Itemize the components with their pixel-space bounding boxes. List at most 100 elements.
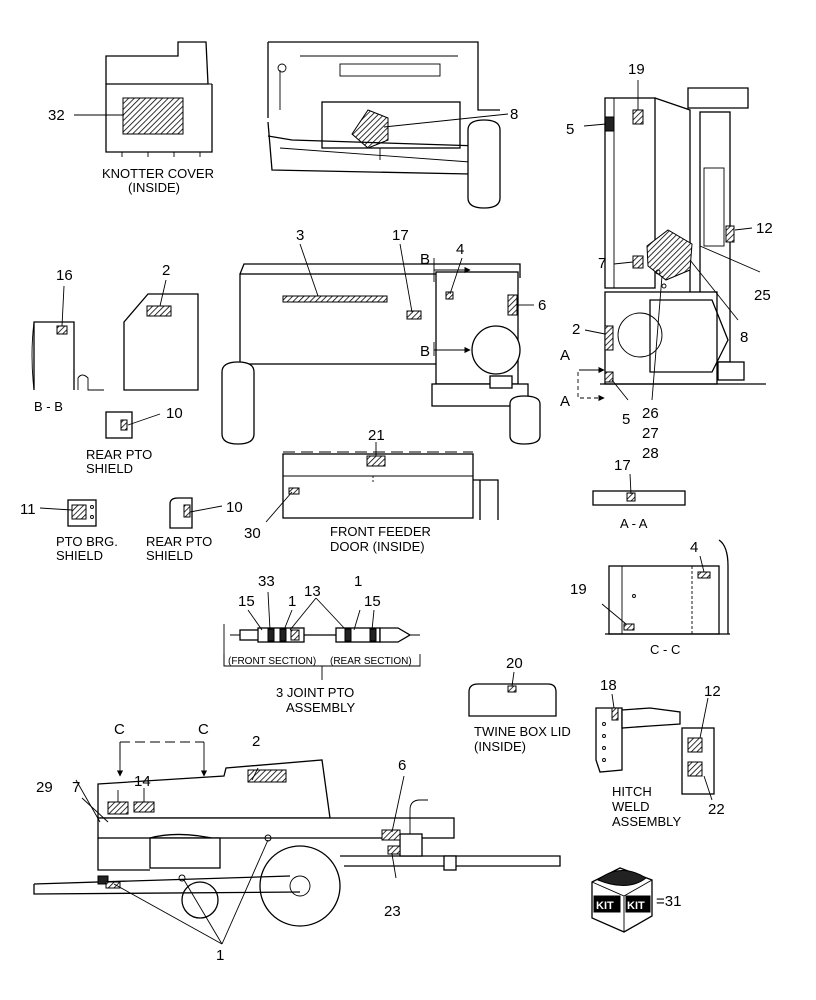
callout-10-b: 10 [226, 499, 243, 516]
callout-7-right: 7 [598, 255, 606, 272]
callout-18: 18 [600, 677, 617, 694]
callout-32: 32 [48, 107, 65, 124]
decal-12-top [725, 225, 735, 243]
callout-25: 25 [754, 287, 771, 304]
knotter-cover-caption-2: (INSIDE) [128, 180, 180, 195]
decal-17 [406, 310, 422, 320]
pto-brg-shield-caption-2: SHIELD [56, 548, 103, 563]
decal-4-cc [697, 571, 711, 579]
center-baler-view: B B 3 17 4 6 [221, 227, 546, 445]
callout-22: 22 [708, 801, 725, 818]
decal-22 [687, 761, 703, 777]
top-view-knotter-area: 8 [267, 41, 518, 209]
pto-brg-shield-view: 11 PTO BRG. SHIELD [20, 499, 118, 563]
section-letter-c-left: C [114, 721, 125, 738]
callout-23: 23 [384, 903, 401, 920]
decal-12-hitch [687, 737, 703, 753]
decal-3 [282, 295, 388, 303]
decal-21 [366, 455, 386, 467]
decal-5-bottom [604, 371, 614, 383]
decal-20 [507, 685, 517, 693]
callout-17: 17 [392, 227, 409, 244]
callout-5-bottom: 5 [622, 411, 630, 428]
hitch-weld-caption-1: HITCH [612, 784, 652, 799]
decal-10-b [183, 504, 191, 518]
front-section-caption: (FRONT SECTION) [228, 656, 316, 667]
hitch-weld-assembly-view: 18 12 22 HITCH WELD ASSEMBLY [595, 677, 725, 829]
decal-18 [611, 707, 619, 721]
callout-10-a: 10 [166, 405, 183, 422]
callout-19-top: 19 [628, 61, 645, 78]
decal-5-top [604, 116, 615, 132]
hitch-weld-caption-3: ASSEMBLY [612, 814, 681, 829]
decal-11 [71, 504, 87, 520]
callout-16: 16 [56, 267, 73, 284]
decal-7-bottom [107, 801, 129, 815]
twine-box-lid-view: 20 TWINE BOX LID (INSIDE) [468, 655, 571, 754]
section-letter-a-top: A [560, 347, 570, 364]
callout-12-top: 12 [756, 220, 773, 237]
decal-19-cc [623, 623, 635, 631]
callout-1-bottom: 1 [216, 947, 224, 964]
kit-value: =31 [656, 893, 681, 910]
section-letter-b-top: B [420, 251, 430, 268]
callout-13: 13 [304, 583, 321, 600]
decal-8-top [351, 109, 389, 149]
callout-6-bottom: 6 [398, 757, 406, 774]
decal-7-right [632, 255, 644, 269]
callout-33: 33 [258, 573, 275, 590]
section-letter-c-right: C [198, 721, 209, 738]
pto-brg-shield-caption-1: PTO BRG. [56, 534, 118, 549]
callout-30: 30 [244, 525, 261, 542]
rear-section-caption: (REAR SECTION) [330, 656, 412, 667]
front-feeder-door-view: 21 30 FRONT FEEDER DOOR (INSIDE) [244, 427, 499, 554]
callout-27: 27 [642, 425, 659, 442]
decal-14 [133, 801, 155, 813]
callout-11: 11 [20, 501, 36, 518]
rear-pto-shield-a-caption-1: REAR PTO [86, 447, 152, 462]
kit-label-left: KIT [596, 900, 614, 912]
kit-icon: KIT KIT [593, 895, 651, 913]
decal-19-top [632, 109, 644, 125]
decal-30 [288, 487, 300, 495]
hitch-weld-caption-2: WELD [612, 799, 650, 814]
kit-box: KIT KIT =31 [591, 867, 681, 933]
decal-8-right [646, 229, 693, 281]
section-letter-a-bottom: A [560, 393, 570, 410]
section-a-a-caption: A - A [620, 516, 648, 531]
callout-3: 3 [296, 227, 304, 244]
callout-14: 14 [134, 773, 151, 790]
section-c-c-caption: C - C [650, 642, 680, 657]
twine-box-lid-caption-2: (INSIDE) [474, 739, 526, 754]
callout-2-bottom: 2 [252, 733, 260, 750]
callout-20: 20 [506, 655, 523, 672]
twine-box-lid-caption-1: TWINE BOX LID [474, 724, 571, 739]
callout-19-cc: 19 [570, 581, 587, 598]
knotter-cover-caption-1: KNOTTER COVER [102, 166, 214, 181]
callout-8-right: 8 [740, 329, 748, 346]
rear-pto-shield-b-caption-2: SHIELD [146, 548, 193, 563]
knotter-cover-view: 32 KNOTTER COVER (INSIDE) [48, 41, 214, 195]
kit-label-right: KIT [627, 900, 645, 912]
decal-4 [445, 291, 454, 300]
decal-2-right [604, 325, 614, 351]
shield-view: 2 [123, 262, 199, 391]
callout-26: 26 [642, 405, 659, 422]
section-a-a-view: 17 A - A [592, 457, 686, 531]
callout-2-shield: 2 [162, 262, 170, 279]
callout-15-left: 15 [238, 593, 255, 610]
callout-8-top: 8 [510, 106, 518, 123]
decal-16 [56, 325, 68, 335]
callout-1-pto-b: 1 [354, 573, 362, 590]
rear-pto-shield-a-view: 10 REAR PTO SHIELD [86, 405, 183, 476]
callout-29: 29 [36, 779, 53, 796]
rear-pto-shield-a-caption-2: SHIELD [86, 461, 133, 476]
callout-28: 28 [642, 445, 659, 462]
callout-2-right: 2 [572, 321, 580, 338]
section-b-b-view: 16 B - B [31, 267, 104, 414]
section-c-c-view: 4 19 C - C [570, 539, 730, 657]
callout-4: 4 [456, 241, 464, 258]
decal-17-aa [626, 492, 636, 502]
callout-7-bottom: 7 [72, 779, 80, 796]
callout-12-hitch: 12 [704, 683, 721, 700]
